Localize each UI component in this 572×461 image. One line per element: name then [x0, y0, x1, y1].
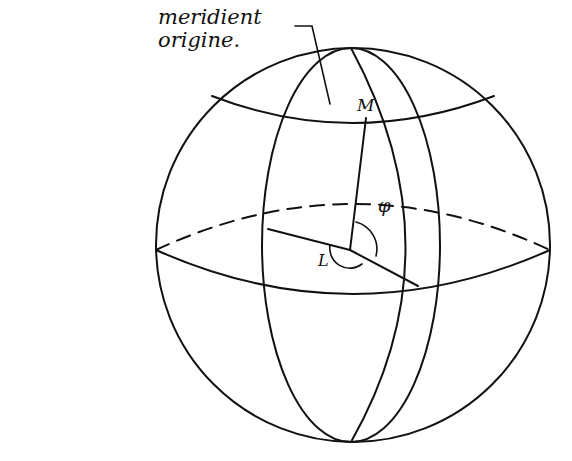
angle-arc — [356, 222, 377, 256]
point-label: M — [357, 96, 374, 115]
equator — [156, 250, 550, 294]
radius — [350, 118, 366, 250]
angle-label: φ — [378, 196, 391, 216]
radius — [268, 229, 350, 250]
leader-line — [295, 26, 330, 104]
radius — [350, 250, 418, 286]
angle-arc — [330, 245, 362, 268]
sphere-outline — [156, 48, 550, 442]
parallel — [212, 96, 494, 123]
meridian — [262, 48, 440, 442]
angle-label: L — [318, 252, 329, 270]
meridian — [351, 48, 406, 442]
leader-label: meridient origine. — [158, 6, 290, 52]
